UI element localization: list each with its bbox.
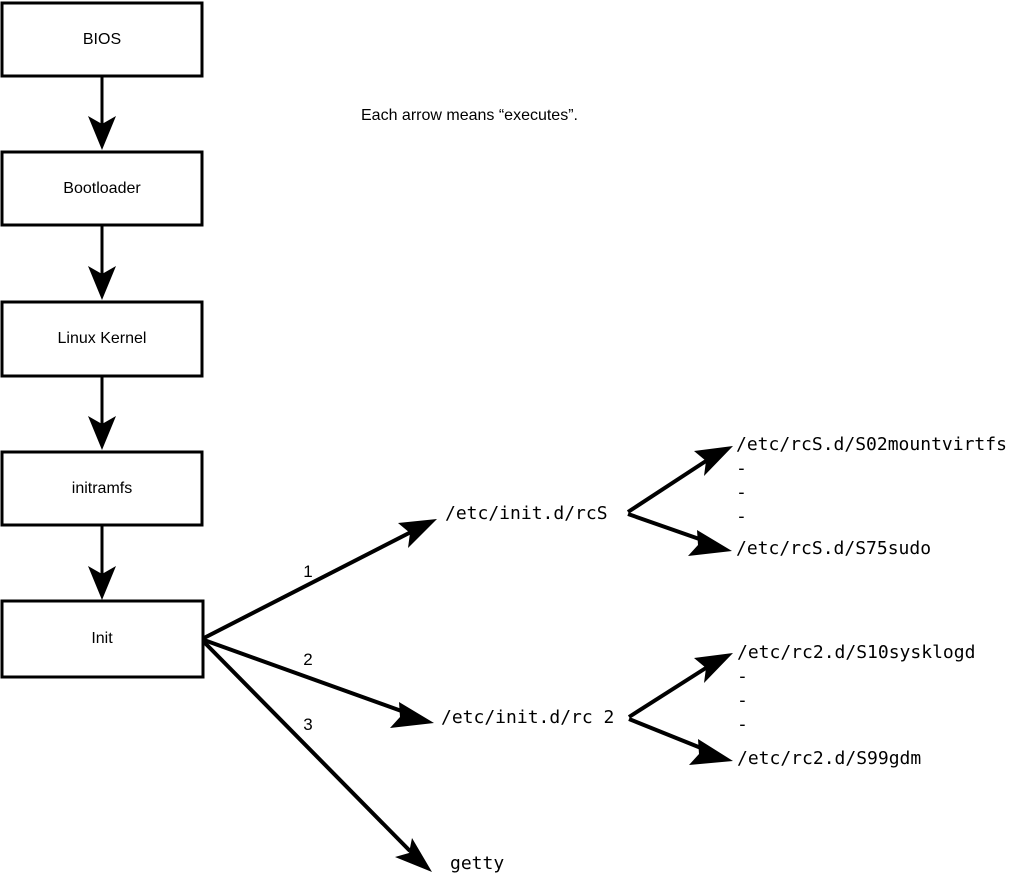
chain-edge-kernel-initramfs [88,376,116,450]
edge-init-to-getty [202,640,432,872]
node-rcS-label[interactable]: /etc/init.d/rcS [445,503,608,524]
node-init-label: Init [91,630,113,647]
chain-edge-bios-bootloader [88,76,116,150]
script-rc2-ellipsis-2: - [737,690,748,711]
node-bootloader-label: Bootloader [63,180,141,197]
edge-label-3: 3 [303,715,312,734]
edge-rc2-to-last-script [628,717,733,765]
node-initramfs-label: initramfs [72,480,132,497]
node-init[interactable]: Init [0,599,205,679]
edge-rcS-to-last-script [627,512,732,556]
script-rcS-first: /etc/rcS.d/S02mountvirtfs [736,434,1007,455]
node-linux-kernel[interactable]: Linux Kernel [0,300,204,378]
edge-rcS-to-first-script [626,446,733,514]
edge-label-1: 1 [303,562,312,581]
node-rc2-label[interactable]: /etc/init.d/rc 2 [441,707,614,728]
chain-edge-bootloader-kernel [88,225,116,300]
script-rcS-ellipsis-2: - [736,482,747,503]
node-bootloader[interactable]: Bootloader [0,150,204,227]
script-rcS-last: /etc/rcS.d/S75sudo [736,538,931,559]
script-rc2-first: /etc/rc2.d/S10sysklogd [737,642,975,663]
script-rcS-ellipsis-3: - [736,506,747,527]
chain-edge-initramfs-init [88,525,116,600]
script-rc2-last: /etc/rc2.d/S99gdm [737,748,921,769]
script-rc2-ellipsis-3: - [737,714,748,735]
edge-rc2-to-first-script [627,653,733,719]
script-rcS-ellipsis-1: - [736,458,747,479]
node-initramfs[interactable]: initramfs [0,450,204,527]
node-bios-label: BIOS [83,31,121,48]
edge-label-2: 2 [303,650,312,669]
edge-init-to-rc2 [203,638,434,728]
node-linux-kernel-label: Linux Kernel [58,330,147,347]
node-getty-label[interactable]: getty [450,853,504,874]
edge-init-to-rcS [203,519,437,640]
node-bios[interactable]: BIOS [0,1,204,78]
script-rc2-ellipsis-1: - [737,666,748,687]
legend-note: Each arrow means “executes”. [361,107,578,124]
